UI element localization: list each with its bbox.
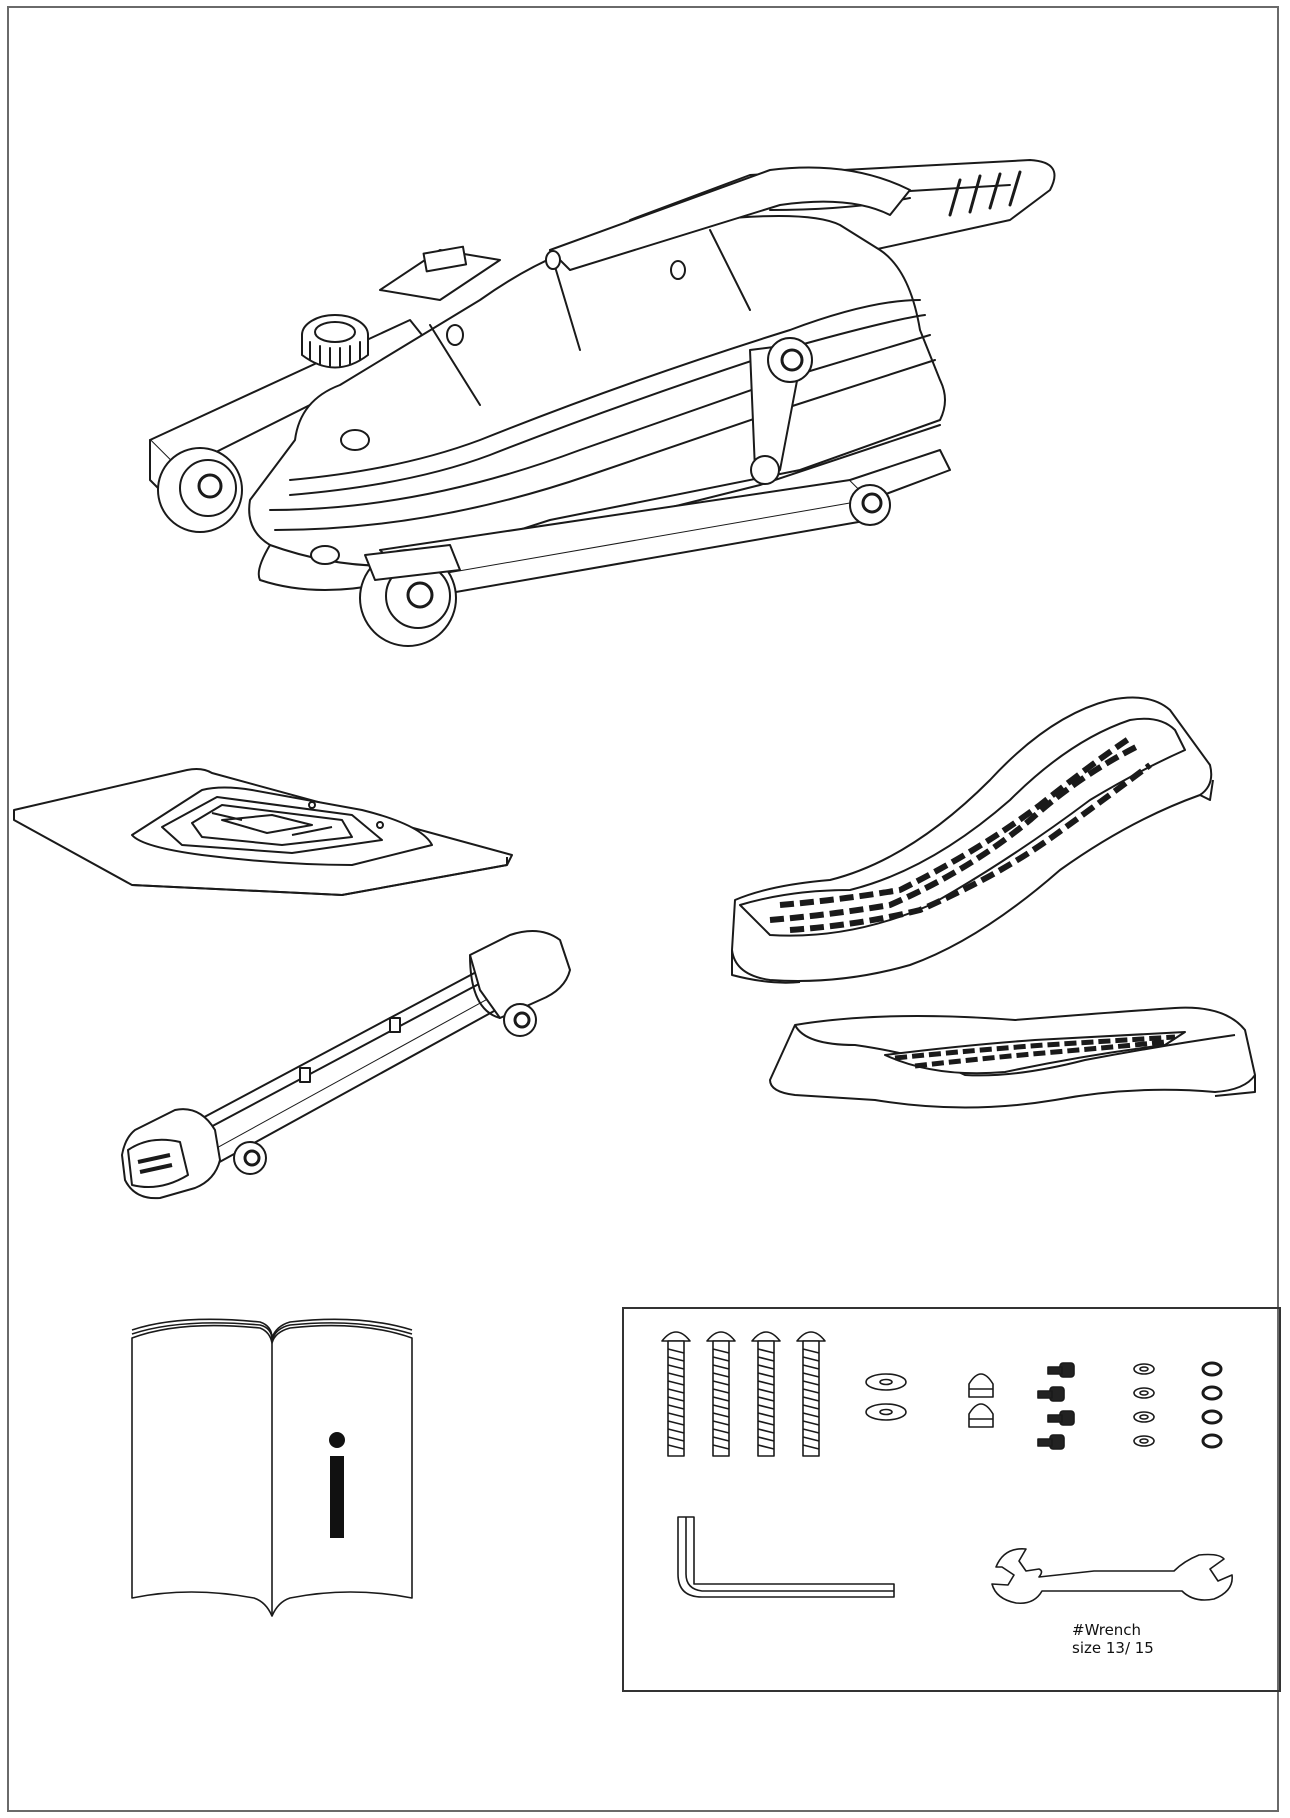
bolt-2 xyxy=(707,1332,735,1456)
wrench xyxy=(992,1549,1232,1603)
stabilizer-plate-illustration xyxy=(12,765,512,905)
wrench-label-line2: size 13/ 15 xyxy=(1072,1639,1154,1657)
bolt-3 xyxy=(752,1332,780,1456)
hardware-kit-box xyxy=(622,1307,1281,1692)
bolt-4 xyxy=(797,1332,825,1456)
pedal-left-illustration xyxy=(765,1000,1260,1115)
info-manual-illustration: i xyxy=(130,1318,415,1620)
wrench-size-label: #Wrench size 13/ 15 xyxy=(1072,1621,1154,1657)
pedal-right-illustration xyxy=(730,690,1215,985)
wrench-label-line1: #Wrench xyxy=(1072,1621,1142,1639)
allen-key xyxy=(678,1517,894,1597)
main-unit-illustration xyxy=(150,150,1090,740)
bolt-1 xyxy=(662,1332,690,1456)
page-frame xyxy=(7,6,1279,1812)
hardware-items xyxy=(624,1309,1279,1690)
rear-stabilizer-bar-illustration xyxy=(120,930,580,1200)
